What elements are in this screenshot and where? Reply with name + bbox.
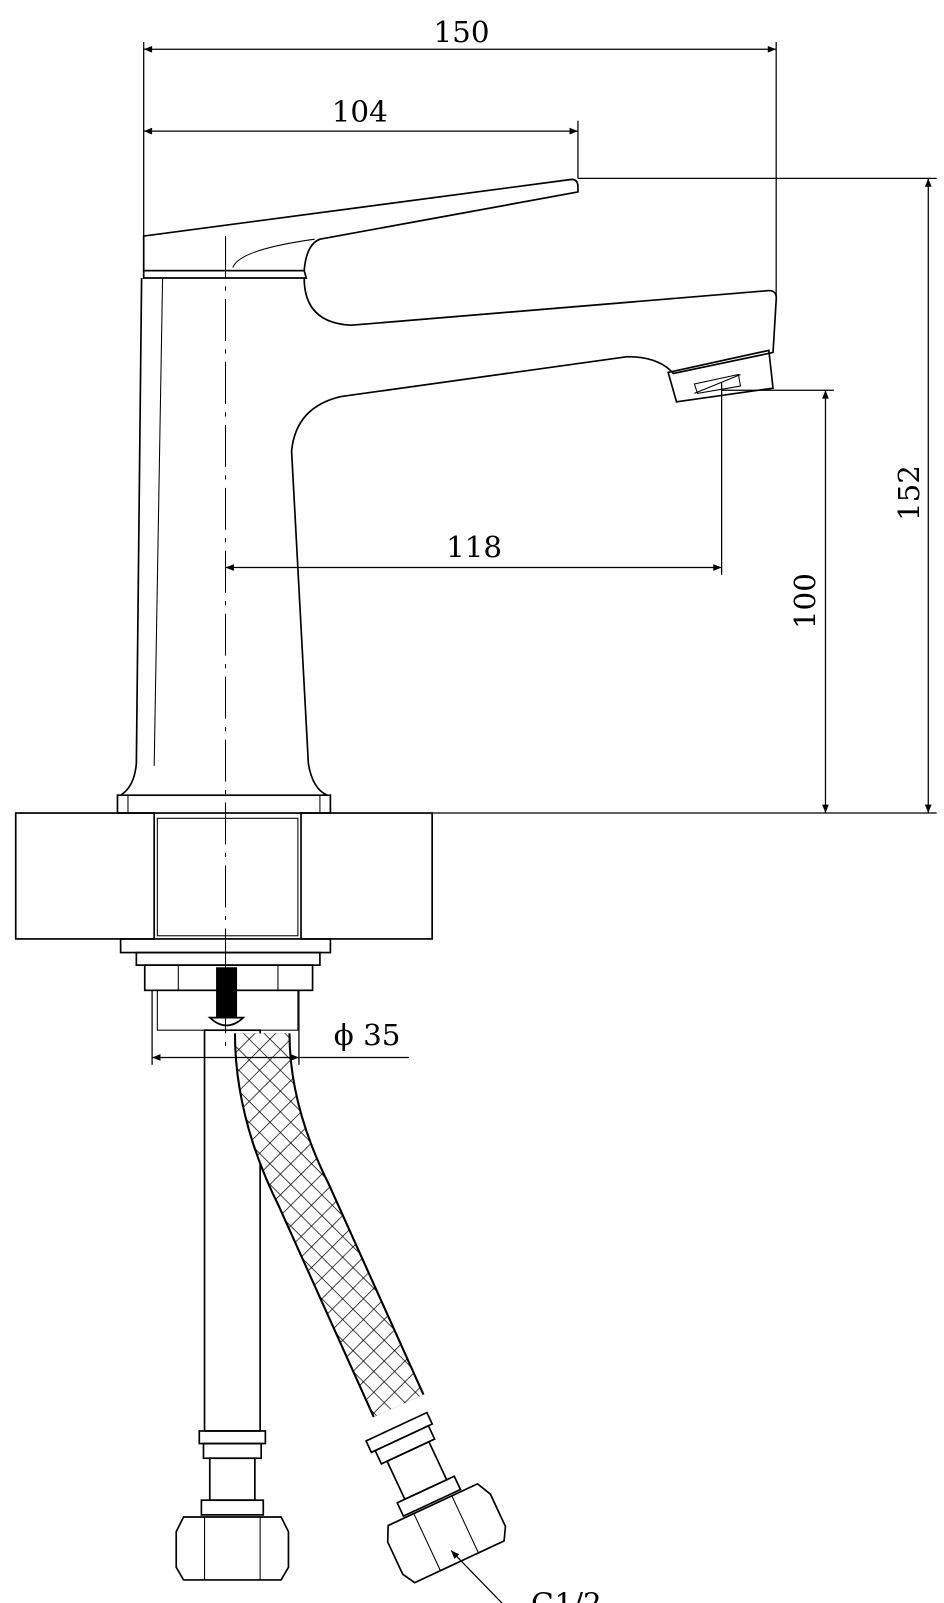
faucet-body — [116, 178, 778, 814]
dim-handle-length: 104 — [332, 95, 388, 129]
dim-mounting-diameter: ϕ 35 — [334, 1018, 401, 1052]
dim-spout-reach: 118 — [446, 530, 502, 564]
dim-overall-height: 152 — [892, 465, 926, 521]
supply-hose-straight — [175, 1029, 290, 1581]
countertop-section — [14, 812, 433, 940]
dimension-lines — [143, 41, 937, 1603]
dim-connection-thread: G1/2 — [531, 1586, 602, 1603]
dim-overall-length: 150 — [433, 15, 489, 49]
dim-spout-height: 100 — [788, 573, 822, 629]
supply-hose-bent — [233, 1032, 507, 1584]
